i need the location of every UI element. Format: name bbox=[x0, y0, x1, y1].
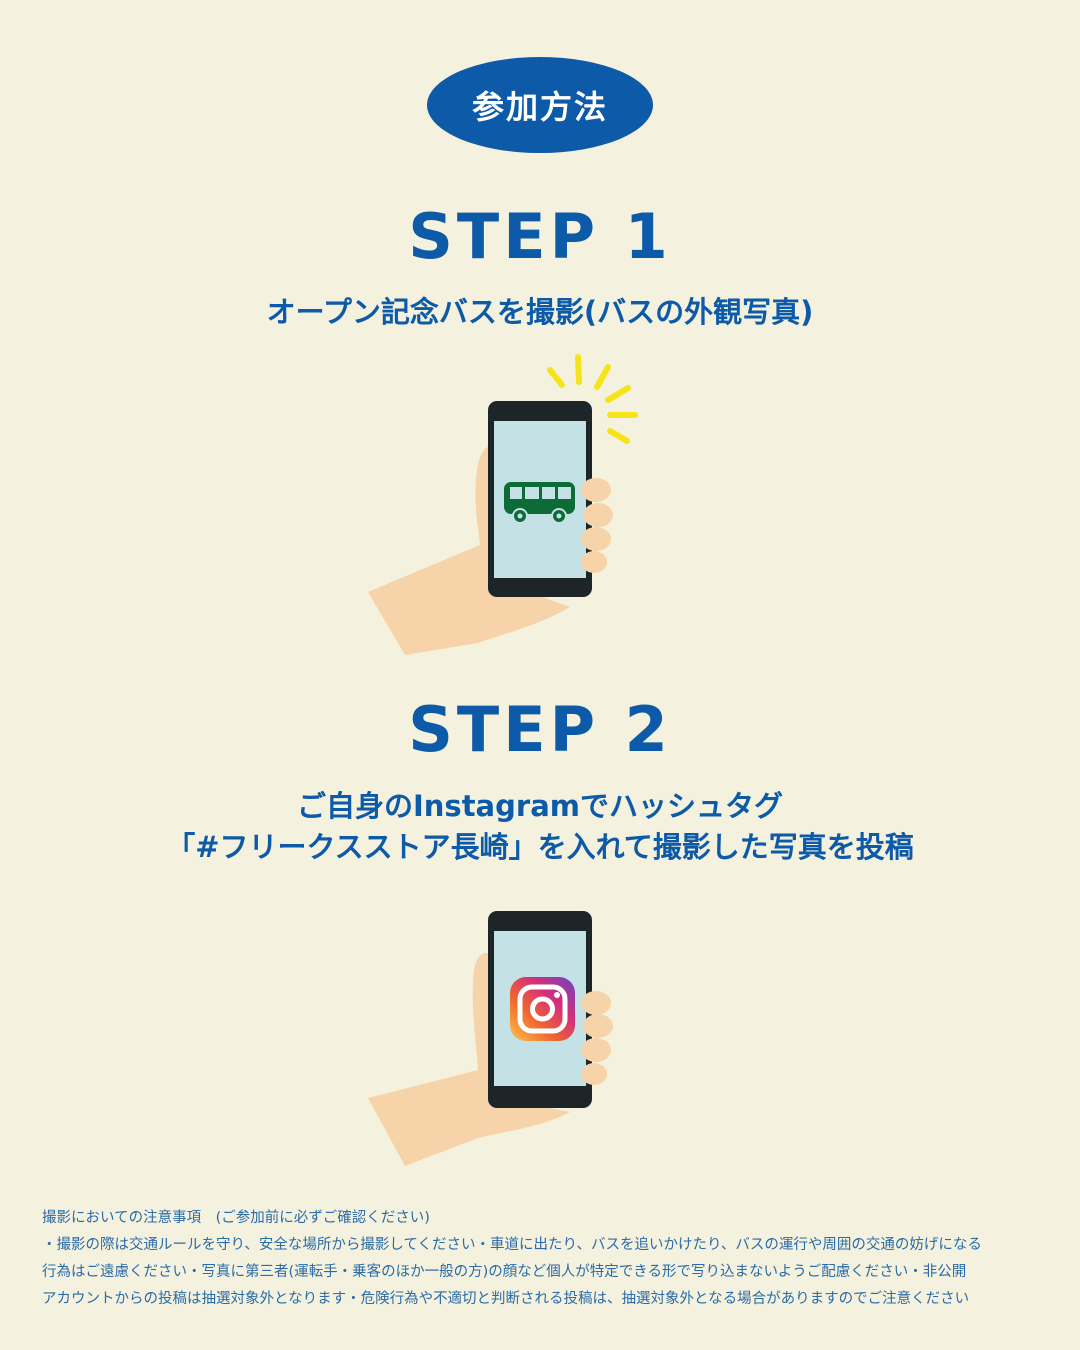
notes-line: アカウントからの投稿は抽選対象外となります・危険行為や不適切と判断される投稿は、… bbox=[42, 1291, 970, 1307]
notes-heading: 撮影においての注意事項 (ご参加前に必ずご確認ください) bbox=[42, 1210, 430, 1226]
instagram-icon bbox=[510, 977, 575, 1041]
step-2-title: STEP 2 bbox=[408, 693, 672, 766]
step-2-description: ご自身のInstagramでハッシュタグ 「#フリークスストア長崎」を入れて撮影… bbox=[0, 786, 1080, 868]
hand-holding-phone-instagram-illustration bbox=[368, 911, 613, 1166]
step-1-description-line: オープン記念バスを撮影(バスの外観写真) bbox=[266, 295, 814, 329]
notes-line: 行為はご遠慮ください・写真に第三者(運転手・乗客のほか一般の方)の顔など個人が特… bbox=[42, 1264, 967, 1280]
step-1-title: STEP 1 bbox=[408, 200, 672, 273]
step-2-description-line-2: 「#フリークスストア長崎」を入れて撮影した写真を投稿 bbox=[166, 830, 914, 864]
bus-icon bbox=[504, 482, 575, 524]
photography-notes: 撮影においての注意事項 (ご参加前に必ずご確認ください) ・撮影の際は交通ルール… bbox=[42, 1205, 1052, 1313]
badge-label: 参加方法 bbox=[471, 88, 608, 126]
step-2-description-line-1: ご自身のInstagramでハッシュタグ bbox=[297, 789, 783, 823]
flash-rays-icon bbox=[547, 354, 638, 444]
participation-method-badge: 参加方法 bbox=[427, 57, 653, 153]
notes-line: ・撮影の際は交通ルールを守り、安全な場所から撮影してください・車道に出たり、バス… bbox=[42, 1237, 982, 1253]
hand-holding-phone-bus-illustration bbox=[368, 354, 638, 655]
step-1-description: オープン記念バスを撮影(バスの外観写真) bbox=[0, 292, 1080, 333]
